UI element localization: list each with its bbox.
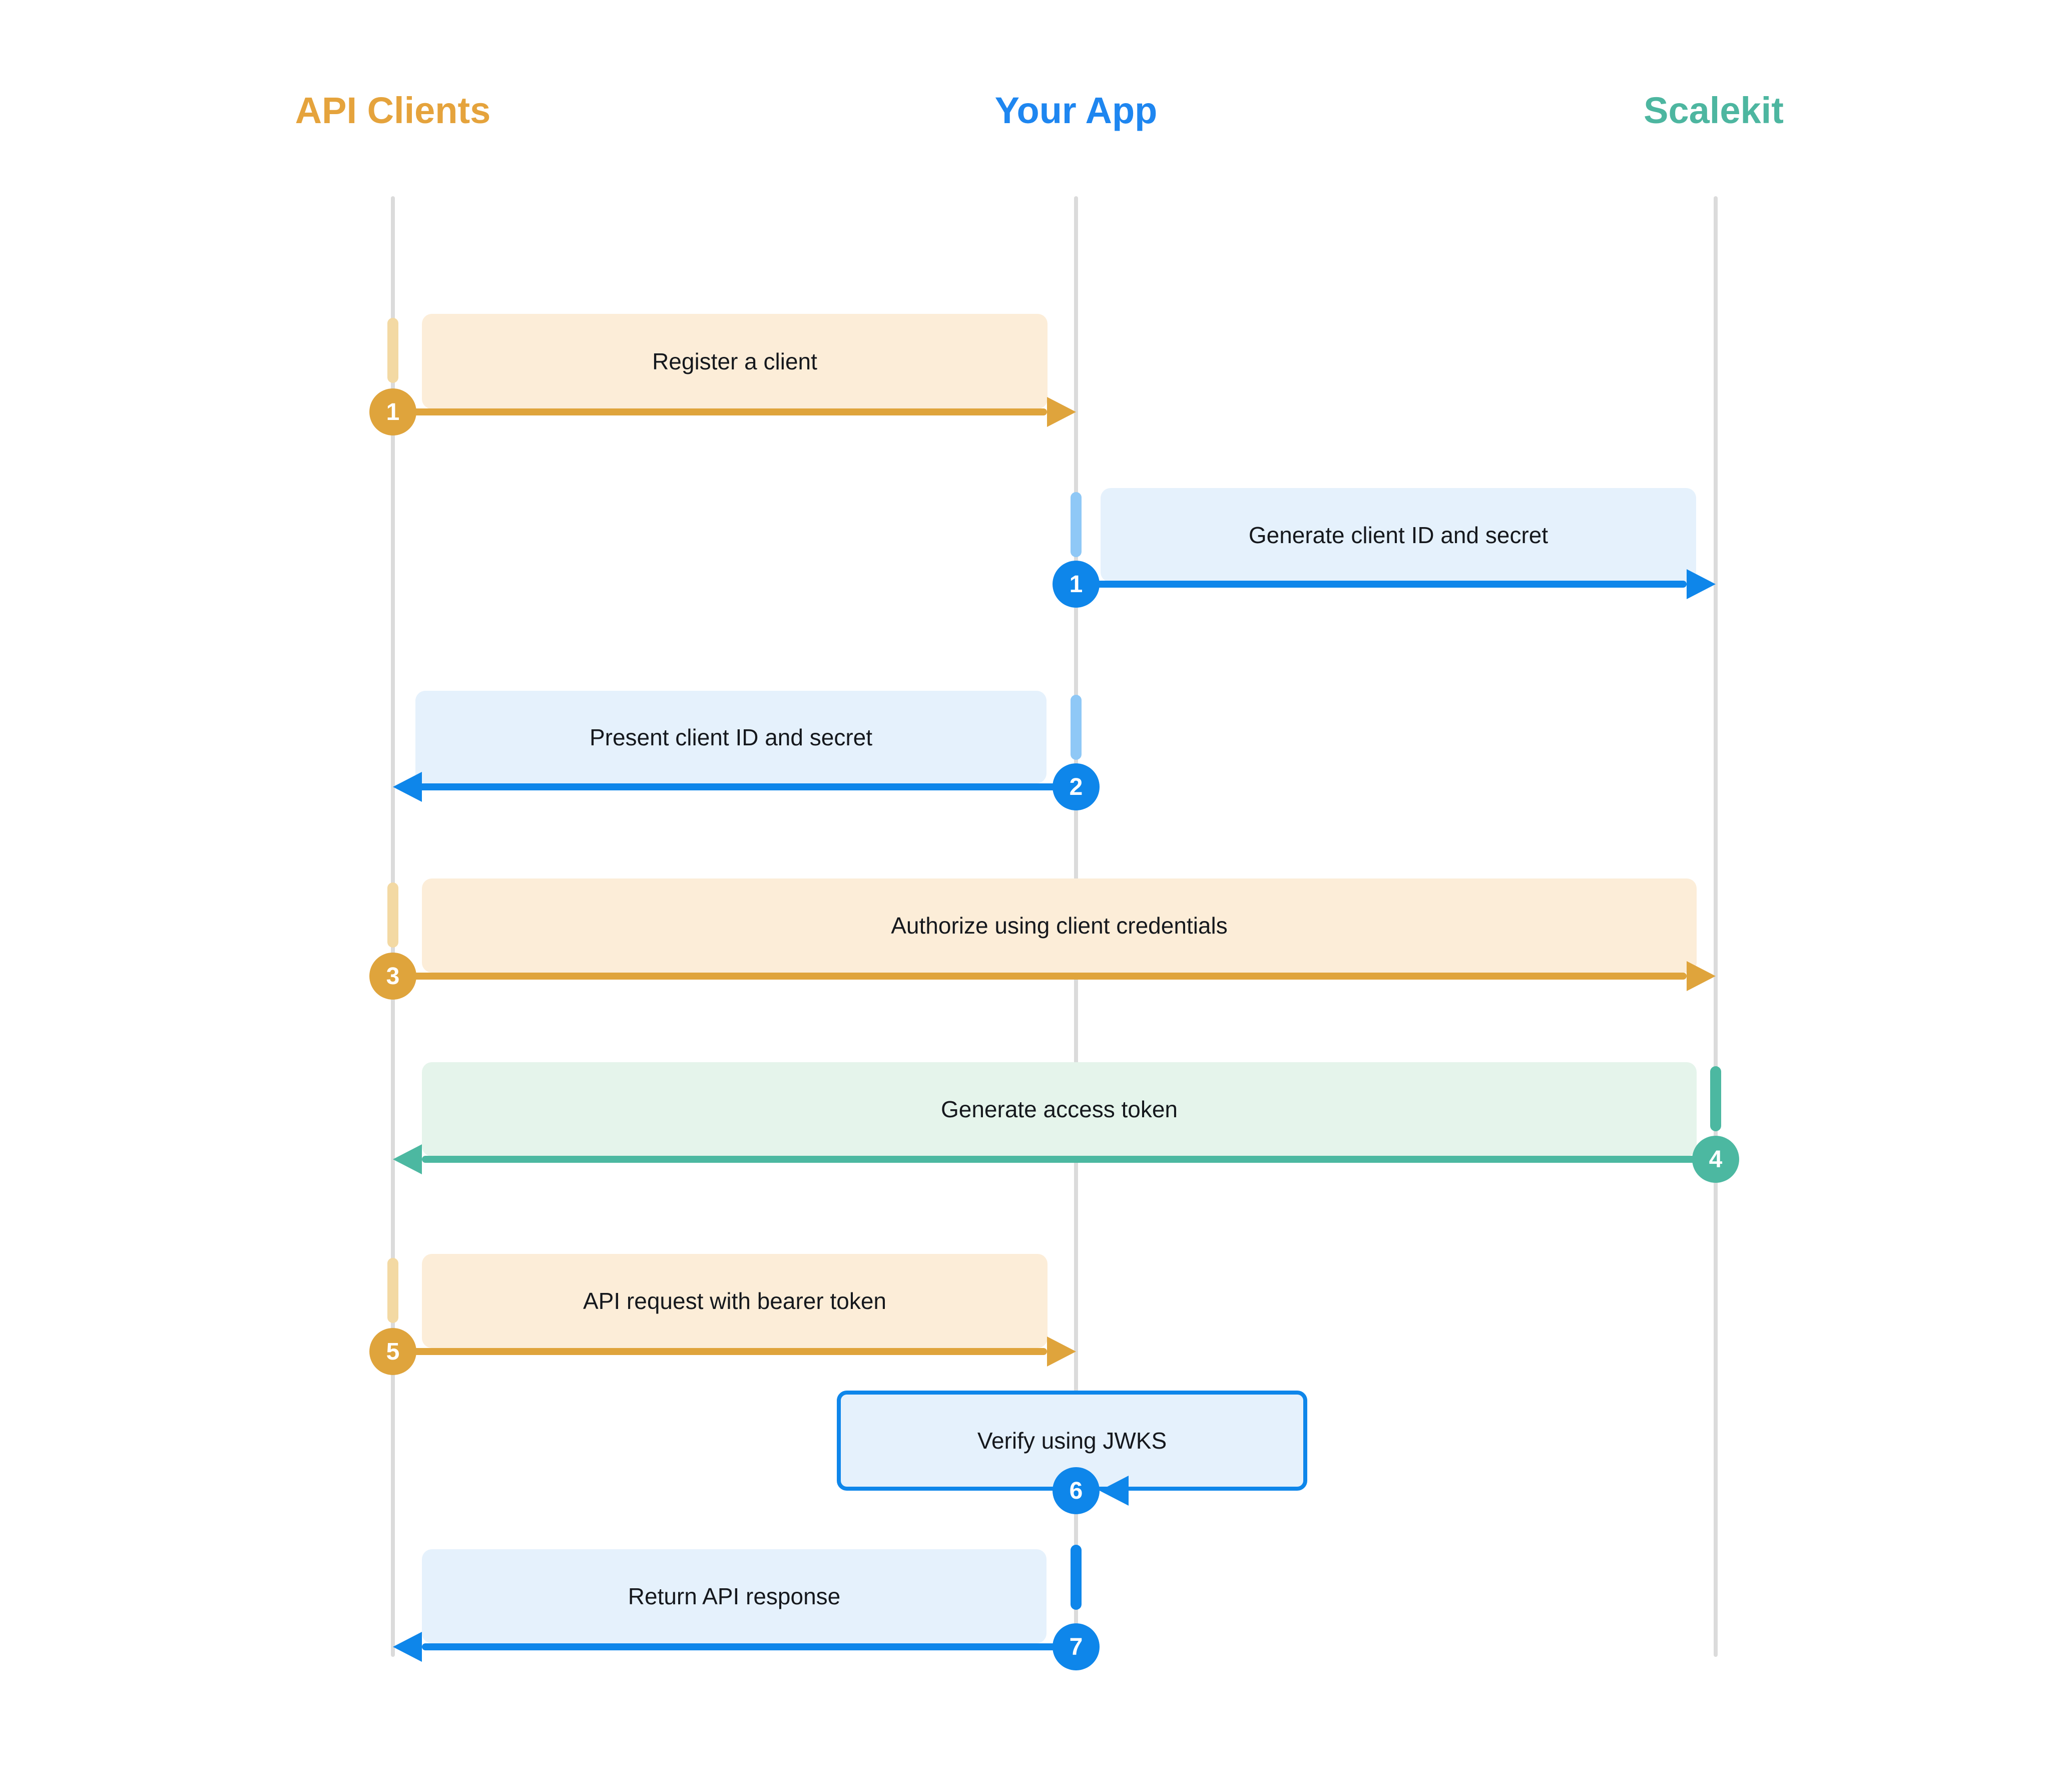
arrowhead-right-icon bbox=[1687, 961, 1716, 991]
step-number-badge: 3 bbox=[369, 953, 416, 1000]
arrowhead-left-icon bbox=[393, 1632, 422, 1662]
step-number-badge: 7 bbox=[1053, 1623, 1100, 1670]
arrowhead-left-icon bbox=[1100, 1476, 1129, 1506]
actor-scalekit: Scalekit bbox=[1644, 89, 1784, 131]
activation-bar bbox=[1071, 492, 1082, 557]
message-arrow-line bbox=[1076, 581, 1687, 588]
message-box-register-client: Register a client bbox=[422, 314, 1048, 409]
arrowhead-left-icon bbox=[393, 772, 422, 802]
message-box-return-response: Return API response bbox=[422, 1549, 1047, 1643]
arrowhead-right-icon bbox=[1047, 397, 1076, 427]
message-box-generate-client-id: Generate client ID and secret bbox=[1101, 488, 1696, 582]
message-arrow-line bbox=[422, 1643, 1076, 1650]
message-arrow-line bbox=[393, 408, 1047, 415]
step-number-badge: 1 bbox=[369, 388, 416, 435]
arrowhead-left-icon bbox=[393, 1144, 422, 1174]
message-arrow-line bbox=[422, 1156, 1716, 1163]
actor-api-clients: API Clients bbox=[295, 89, 491, 131]
message-box-api-request: API request with bearer token bbox=[422, 1254, 1048, 1348]
step-number-badge: 5 bbox=[369, 1328, 416, 1375]
activation-bar bbox=[387, 1258, 398, 1323]
step-number-badge: 6 bbox=[1053, 1467, 1100, 1514]
step-number-badge: 1 bbox=[1053, 561, 1100, 608]
message-box-authorize: Authorize using client credentials bbox=[422, 878, 1697, 973]
arrowhead-right-icon bbox=[1687, 569, 1716, 599]
message-box-present-client-id: Present client ID and secret bbox=[415, 691, 1047, 783]
activation-bar bbox=[387, 318, 398, 383]
activation-bar bbox=[1071, 1545, 1082, 1610]
step-number-badge: 2 bbox=[1053, 763, 1100, 810]
activation-bar bbox=[1710, 1066, 1721, 1131]
lifeline-scalekit bbox=[1714, 196, 1718, 1657]
activation-bar bbox=[1071, 695, 1082, 760]
message-arrow-line bbox=[393, 973, 1687, 980]
actor-your-app: Your App bbox=[994, 89, 1158, 131]
message-arrow-line bbox=[415, 783, 1076, 790]
message-arrow-line bbox=[393, 1348, 1047, 1355]
activation-bar bbox=[387, 882, 398, 948]
arrowhead-right-icon bbox=[1047, 1336, 1076, 1367]
step-number-badge: 4 bbox=[1692, 1136, 1739, 1183]
message-box-generate-token: Generate access token bbox=[422, 1062, 1697, 1156]
